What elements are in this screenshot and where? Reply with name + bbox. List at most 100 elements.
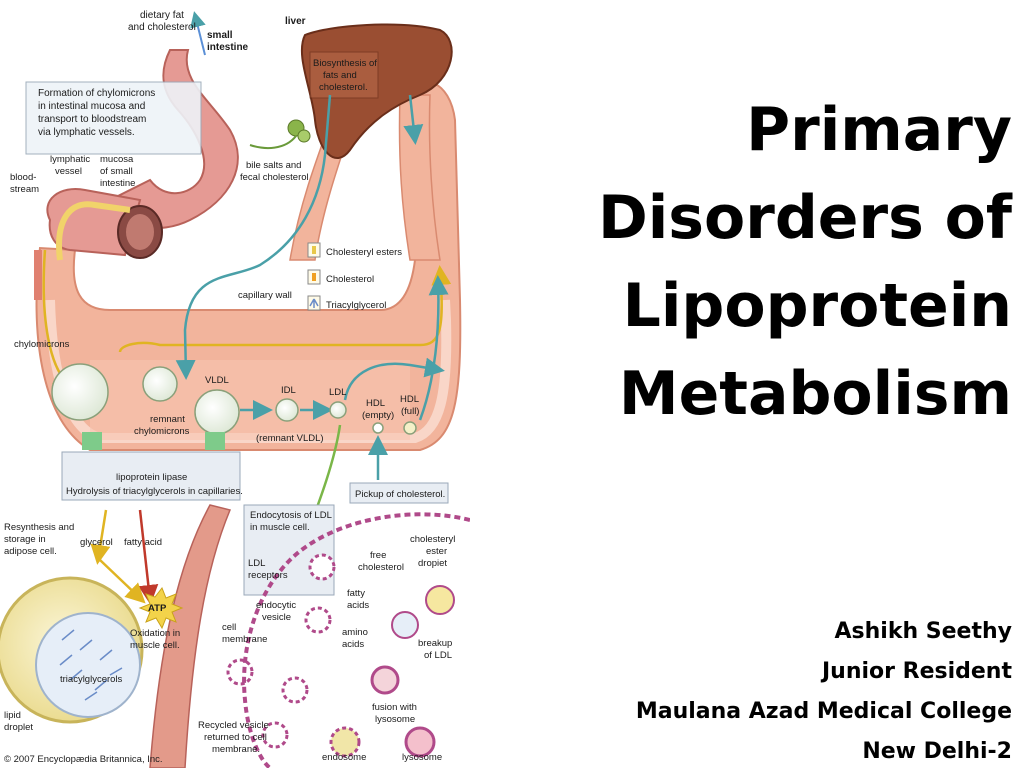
adipose-cell xyxy=(0,576,144,724)
label-free-cholesterol-1: free xyxy=(370,550,386,561)
label-amino-acids-2: acids xyxy=(342,639,364,650)
hydrolysis-box xyxy=(61,451,241,501)
label-cell-membrane-2: membrane xyxy=(222,634,267,645)
label-hdl-full-2: (full) xyxy=(401,406,419,417)
hdl-full-particle xyxy=(403,421,417,435)
label-resynthesis-1: Resynthesis and xyxy=(4,522,74,533)
label-endocytic-1: endocytic xyxy=(256,600,296,611)
diagram-legend: Cholesteryl esters Cholesterol Triacylgl… xyxy=(307,242,402,311)
pickup-box xyxy=(349,482,449,504)
label-endosome: endosome xyxy=(322,752,366,763)
label-mucosa-1: mucosa xyxy=(100,154,134,165)
lysosome xyxy=(404,726,436,758)
label-endocytic-2: vesicle xyxy=(262,612,291,623)
cholesterol-icon xyxy=(312,273,316,281)
label-formation-1: Formation of chylomicrons xyxy=(38,88,155,99)
label-remnant-2: chylomicrons xyxy=(134,426,190,437)
flow-arrows xyxy=(42,94,452,605)
idl-particle xyxy=(275,398,299,422)
label-breakup-1: breakup xyxy=(418,638,452,649)
atp-burst xyxy=(138,587,184,630)
lymphatic-vessel xyxy=(56,201,131,261)
label-lipid-2: droplet xyxy=(4,722,33,733)
title-line-4: Metabolism xyxy=(618,359,1012,429)
blood-vessel xyxy=(35,81,462,451)
diagram-labels: dietary fat and cholesterol small intest… xyxy=(4,10,455,765)
remnant-chylomicron-particle xyxy=(142,366,178,402)
label-fatty-acid: fatty acid xyxy=(124,537,162,548)
label-cholesteryl-ester-3: dropiet xyxy=(418,558,447,569)
hdl-empty-particle xyxy=(372,422,384,434)
label-resynthesis-2: storage in xyxy=(4,534,46,545)
label-small-intestine-2: intestine xyxy=(207,42,249,53)
legend-label-cholesterol: Cholesterol xyxy=(326,274,374,285)
label-recycled-1: Recycled vesicle xyxy=(198,720,269,731)
label-ldl-receptors-1: LDL xyxy=(248,558,265,569)
label-mucosa-2: of small xyxy=(100,166,133,177)
label-fusion-2: lysosome xyxy=(375,714,415,725)
legend-label-cholesteryl-esters: Cholesteryl esters xyxy=(326,247,402,258)
title-line-2: Disorders of xyxy=(597,183,1012,253)
label-triacylglycerols: triacylglycerols xyxy=(60,674,123,685)
label-bile-1: bile salts and xyxy=(246,160,301,171)
label-fatty-acids-2: acids xyxy=(347,600,369,611)
label-liver: liver xyxy=(285,16,306,27)
label-chylomicrons: chylomicrons xyxy=(14,339,70,350)
author-institution: Maulana Azad Medical College xyxy=(635,699,1012,724)
label-ldl-receptors-2: receptors xyxy=(248,570,288,581)
label-hdl-empty-2: (empty) xyxy=(362,410,394,421)
label-dietary-fat-1: dietary fat xyxy=(140,10,184,21)
label-hdl-full-1: HDL xyxy=(400,394,419,405)
label-oxidation-1: Oxidation in xyxy=(130,628,180,639)
label-remnant-1: remnant xyxy=(150,414,185,425)
label-fusion-1: fusion with xyxy=(372,702,417,713)
label-remnant-vldl: (remnant VLDL) xyxy=(256,433,324,444)
label-lymphatic-1: lymphatic xyxy=(50,154,90,165)
author-role: Junior Resident xyxy=(821,659,1012,684)
label-bloodstream-2: stream xyxy=(10,184,39,195)
chylomicron-particle xyxy=(51,363,109,421)
label-idl: IDL xyxy=(281,385,296,396)
formation-box xyxy=(25,81,202,155)
label-bile-2: fecal cholesterol xyxy=(240,172,309,183)
label-recycled-2: returned to cell xyxy=(204,732,267,743)
endosome xyxy=(329,726,361,758)
lipoprotein-metabolism-diagram: Cholesteryl esters Cholesterol Triacylgl… xyxy=(0,10,470,768)
label-small-intestine-1: small xyxy=(207,30,233,41)
label-lysosome: lysosome xyxy=(402,752,442,763)
label-dietary-fat-2: and cholesterol xyxy=(128,22,196,33)
label-lipid-1: lipid xyxy=(4,710,21,721)
label-recycled-3: membrane. xyxy=(212,744,260,755)
author-city: New Delhi-2 xyxy=(862,739,1012,764)
label-atp: ATP xyxy=(148,603,167,614)
slide-title: Primary Disorders of Lipoprotein Metabol… xyxy=(492,86,1012,438)
label-biosynthesis-2: fats and xyxy=(323,70,357,81)
label-hydrolysis: Hydrolysis of triacylglycerols in capill… xyxy=(66,486,243,497)
vldl-particle xyxy=(194,389,240,435)
label-biosynthesis-3: cholesterol. xyxy=(319,82,368,93)
label-fatty-acids-1: fatty xyxy=(347,588,365,599)
label-hdl-empty-1: HDL xyxy=(366,398,385,409)
artery-wall xyxy=(149,504,232,768)
label-biosynthesis-1: Biosynthesis of xyxy=(313,58,377,69)
liver xyxy=(249,23,453,160)
label-formation-2: in intestinal mucosa and xyxy=(38,101,145,112)
label-cell-membrane-1: cell xyxy=(222,622,236,633)
label-endocytosis-2: in muscle cell. xyxy=(250,522,310,533)
label-mucosa-3: intestine xyxy=(100,178,135,189)
label-endocytosis-1: Endocytosis of LDL xyxy=(250,510,332,521)
label-oxidation-2: muscle cell. xyxy=(130,640,180,651)
lipoprotein-particles xyxy=(51,363,417,450)
author-block: Ashikh Seethy Junior Resident Maulana Az… xyxy=(452,612,1012,768)
author-name: Ashikh Seethy xyxy=(834,619,1012,644)
cholesteryl-esters-icon xyxy=(312,246,316,254)
ldl-particle xyxy=(329,401,347,419)
lipid-droplet xyxy=(35,612,141,718)
label-formation-4: via lymphatic vessels. xyxy=(38,127,135,138)
label-breakup-2: of LDL xyxy=(424,650,452,661)
label-free-cholesterol-2: cholesterol xyxy=(358,562,404,573)
label-cholesteryl-ester-1: cholesteryl xyxy=(410,534,455,545)
label-ldl: LDL xyxy=(329,387,346,398)
title-line-1: Primary xyxy=(746,95,1012,165)
